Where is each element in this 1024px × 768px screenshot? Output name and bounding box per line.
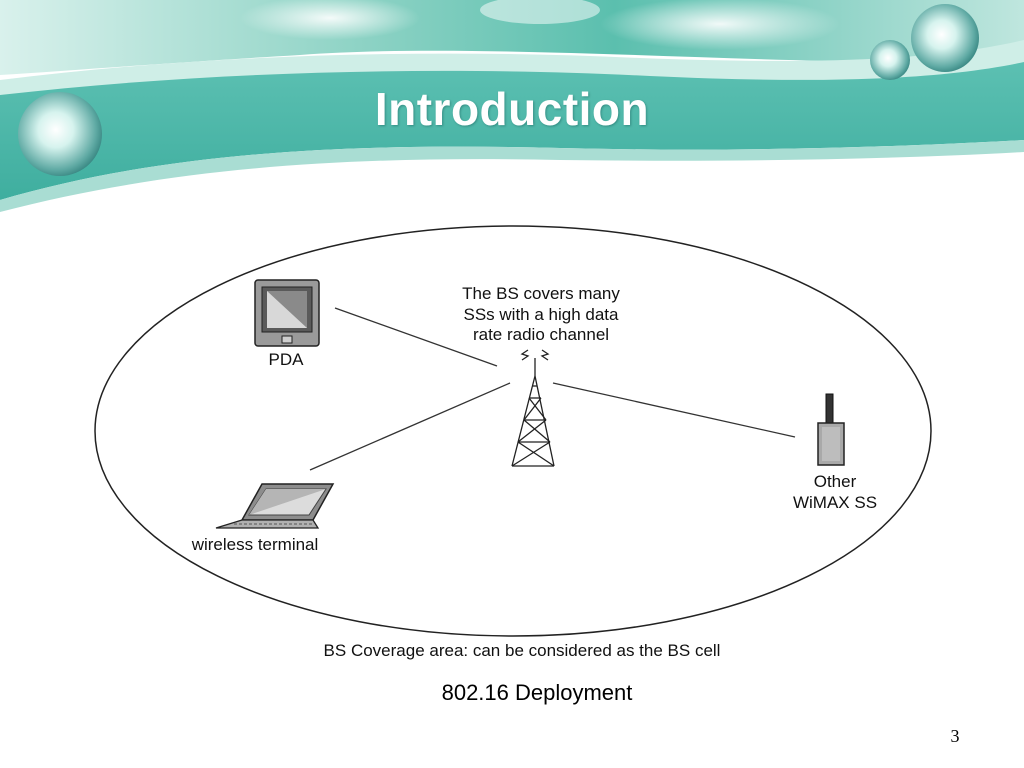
pda-label: PDA: [269, 350, 305, 369]
pda-icon: [254, 279, 320, 347]
link-pda: [334, 307, 498, 367]
wireless-terminal-label: wireless terminal: [191, 535, 319, 554]
coverage-area-ellipse: [94, 225, 932, 637]
other-ss-label-line-2: WiMAX SS: [793, 493, 877, 512]
header-banner: [0, 0, 1024, 212]
bs-note-line-2: SSs with a high data: [464, 305, 620, 324]
slide-title: Introduction: [374, 83, 650, 135]
coverage-area-label: BS Coverage area: can be considered as t…: [324, 641, 721, 660]
laptop-icon: [215, 483, 335, 529]
other-ss-label-line-1: Other: [814, 472, 857, 491]
link-other-ss: [552, 382, 796, 438]
page-number: 3: [950, 726, 960, 746]
bs-note-line-1: The BS covers many: [462, 284, 620, 303]
wimax-ss-device-icon: [817, 393, 845, 466]
link-terminal: [309, 382, 511, 471]
base-station-tower-icon: [511, 349, 555, 467]
figure-caption: 802.16 Deployment: [441, 680, 633, 705]
bs-note-line-3: rate radio channel: [473, 325, 609, 344]
